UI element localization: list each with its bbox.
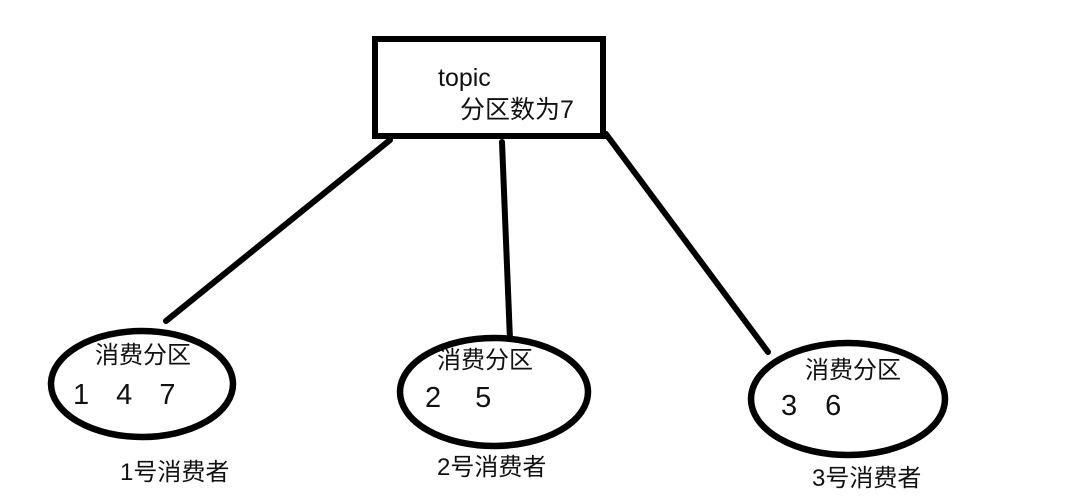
topic-partition-count: 分区数为7 <box>460 96 574 124</box>
topic-title: topic <box>438 64 491 92</box>
consumer-1-group-label: 消费分区 <box>95 342 191 369</box>
consumer-1-name: 1号消费者 <box>120 459 230 486</box>
edge-topic-to-consumer-3 <box>603 131 771 355</box>
consumer-2-partitions: 2 5 <box>425 382 492 414</box>
consumer-2-group-label: 消费分区 <box>437 347 533 374</box>
consumer-3-name: 3号消费者 <box>812 465 922 492</box>
consumer-3-ellipse <box>747 339 949 459</box>
consumer-1-partitions: 1 4 7 <box>73 379 176 411</box>
consumer-1-ellipse <box>47 327 237 441</box>
consumer-2-ellipse <box>396 334 592 450</box>
consumer-3-partitions: 3 6 <box>781 390 842 422</box>
consumer-3-group-label: 消费分区 <box>805 357 901 384</box>
edge-topic-to-consumer-1 <box>163 137 393 324</box>
topic-box-shape <box>372 36 606 139</box>
consumer-2-name: 2号消费者 <box>437 454 547 481</box>
edge-topic-to-consumer-2 <box>499 139 513 343</box>
